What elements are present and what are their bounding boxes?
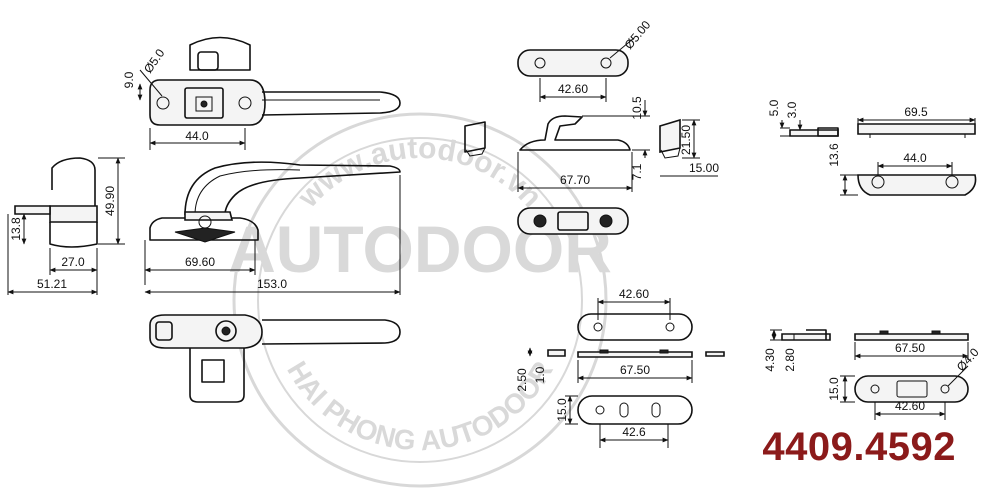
dim-handle-length-153: 153.0 [257,277,287,291]
dim-keeper-height-105: 10.5 [630,96,644,120]
dim-strip-length-695: 69.5 [904,105,928,119]
dim-strip-height-50: 5.0 [767,99,781,116]
dim-strip-height-136: 13.6 [827,143,841,167]
dim-plate-length-6750: 67.50 [620,363,650,377]
dim-plate-right-holes-4260: 42.60 [895,399,925,413]
dim-keeper-height-71: 7.1 [630,163,644,180]
dim-handle-hole-5: Ø5.0 [141,46,168,76]
dim-plate-height-10: 1.0 [533,366,547,383]
dim-handle-height-9: 9.0 [122,71,136,88]
dim-keeper-hole-500: Ø5.00 [622,18,654,52]
handle-side-view: 69.60 153.0 [144,161,401,295]
dim-plate-right-hole-40: Ø4.0 [954,345,982,374]
dim-end-width-270: 27.0 [61,255,85,269]
dim-handle-base-6960: 69.60 [185,255,215,269]
dim-plate-holes-4260: 42.60 [619,287,649,301]
dim-strip-holes-440: 44.0 [903,151,927,165]
dim-plate-height-250: 2.50 [515,368,529,392]
dim-end-height-4990: 49.90 [103,186,117,216]
plate-middle: 42.60 67.50 2.50 1.0 15.0 42.6 [515,287,725,448]
strip-top-right: 5.0 3.0 69.5 44.0 13.6 [767,99,977,196]
handle-bottom-view [149,314,401,403]
keeper-side-view: 10.5 7.1 67.70 21.50 15.00 [464,96,719,235]
dim-strip-height-30: 3.0 [785,101,799,118]
handle-end-view: 49.90 13.8 27.0 51.21 [7,157,125,295]
product-code: 4409.4592 [762,425,956,469]
watermark-inner-ring [257,137,583,463]
keeper-top-view: 42.60 Ø5.00 [517,18,654,102]
dim-plate-right-length-6750: 67.50 [895,341,925,355]
dim-plate-right-height-430: 4.30 [763,348,777,372]
dim-end-width-5121: 51.21 [37,277,67,291]
dim-keeper-length-6770: 67.70 [560,173,590,187]
dim-plate-height-150: 15.0 [555,398,569,422]
dim-handle-width-44: 44.0 [185,129,209,143]
dim-plate-right-height-150: 15.0 [827,377,841,401]
dim-plate-right-height-280: 2.80 [783,348,797,372]
dim-keeper-height-2150: 21.50 [679,125,693,155]
watermark-url: www.autodoor.vn [291,132,548,215]
handle-top-view: 44.0 9.0 Ø5.0 [122,36,401,150]
dim-plate-holes-426: 42.6 [622,425,646,439]
dim-end-height-138: 13.8 [9,217,23,241]
plate-right: 4.30 2.80 67.50 15.0 42.60 Ø4.0 [763,329,982,420]
dim-keeper-holes-4260: 42.60 [558,82,588,96]
dim-keeper-width-1500: 15.00 [689,161,719,175]
